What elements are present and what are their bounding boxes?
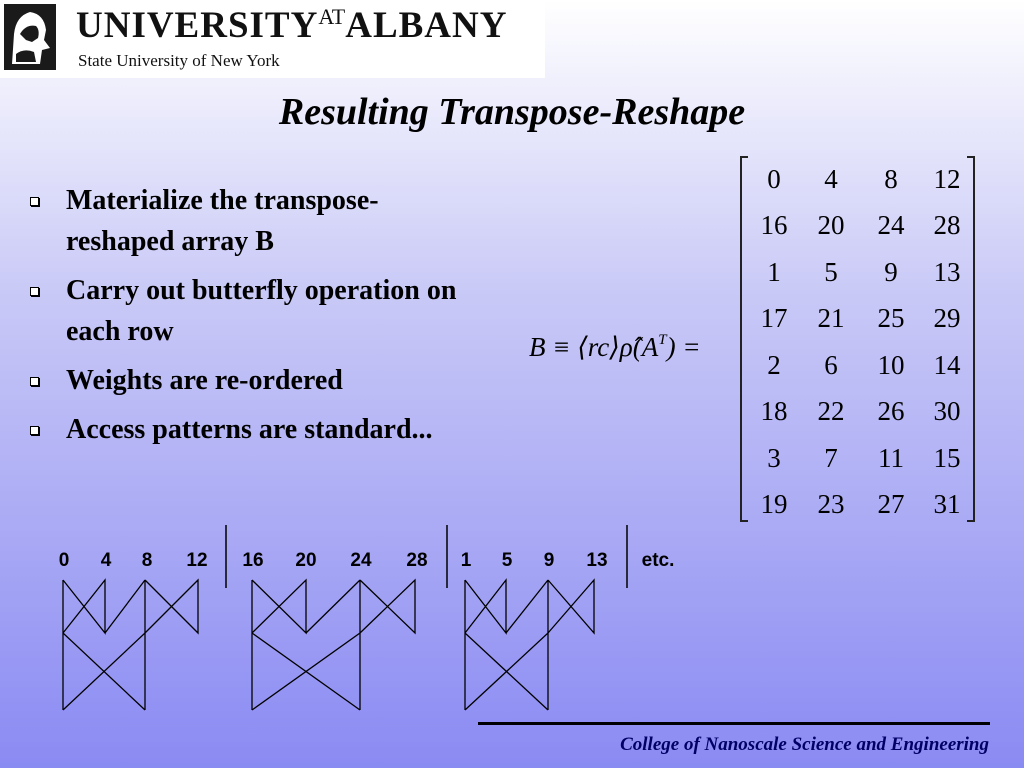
butterfly-stage1 <box>62 578 106 635</box>
matrix-left-bracket <box>740 156 748 522</box>
matrix-right-bracket <box>967 156 975 522</box>
matrix-cell: 30 <box>933 396 961 427</box>
square-bullet-icon <box>30 426 39 435</box>
diagram-label: 16 <box>242 550 263 571</box>
matrix-cell: 28 <box>933 210 961 241</box>
university-subtitle: State University of New York <box>78 51 280 70</box>
butterfly-stage1 <box>547 578 595 635</box>
diagram-label: 13 <box>586 550 607 571</box>
bullet-list: Materialize the transpose-reshaped array… <box>28 180 468 458</box>
diagram-label: 4 <box>101 550 112 571</box>
butterfly-diagram: 0 4 8 12 16 20 24 28 1 5 9 13 etc. <box>59 525 675 711</box>
bullet-item: Materialize the transpose-reshaped array… <box>28 180 468 262</box>
butterfly-stage1 <box>464 578 507 635</box>
matrix-cell: 11 <box>878 442 904 473</box>
diagram-label: 12 <box>186 550 207 571</box>
matrix-cell: 23 <box>817 489 845 520</box>
diagram-label: 5 <box>502 550 513 571</box>
diagram-label: 24 <box>350 550 372 571</box>
butterfly-stage2 <box>305 579 361 634</box>
matrix-cell: 17 <box>760 303 788 334</box>
matrix-cell: 9 <box>884 256 898 287</box>
matrix-cell: 26 <box>877 396 905 427</box>
minerva-seal-icon <box>4 4 56 70</box>
diagram-etc-label: etc. <box>642 550 675 571</box>
matrix-cell: 25 <box>877 303 905 334</box>
matrix-cell: 27 <box>877 489 905 520</box>
butterfly-stage1 <box>251 578 307 635</box>
matrix-cell: 12 <box>933 163 961 194</box>
square-bullet-icon <box>30 287 39 296</box>
matrix-cell: 20 <box>817 210 845 241</box>
bullet-item: Weights are re-ordered <box>28 360 468 401</box>
matrix-cell: 24 <box>877 210 905 241</box>
square-bullet-icon <box>30 197 39 206</box>
diagram-label: 9 <box>544 550 555 571</box>
matrix-cell: 3 <box>767 442 781 473</box>
definition-equation: B ≡ ⟨rc⟩ρ̂(AT) = <box>529 332 701 362</box>
matrix-cell: 13 <box>933 256 961 287</box>
footer-text: College of Nanoscale Science and Enginee… <box>620 734 989 755</box>
matrix-cell: 6 <box>824 349 838 380</box>
butterfly-stage2 <box>464 632 549 711</box>
matrix-cell: 7 <box>824 442 838 473</box>
square-bullet-icon <box>30 377 39 386</box>
matrix-cell: 2 <box>767 349 781 380</box>
matrix-cell: 0 <box>767 163 781 194</box>
matrix-cell: 16 <box>760 210 788 241</box>
butterfly-stage2 <box>251 632 361 711</box>
matrix-cell: 29 <box>933 303 961 334</box>
diagram-label: 28 <box>406 550 427 571</box>
bullet-item: Access patterns are standard... <box>28 409 468 450</box>
matrix-cell: 10 <box>877 349 905 380</box>
butterfly-stage2 <box>104 579 146 634</box>
butterfly-stage1 <box>359 578 416 635</box>
university-logo: UNIVERSITYATALBANY State University of N… <box>0 0 545 78</box>
matrix-cell: 18 <box>760 396 788 427</box>
butterfly-stage2 <box>62 632 146 711</box>
matrix-cell: 22 <box>817 396 845 427</box>
footer-rule <box>478 722 990 725</box>
matrix-cell: 5 <box>824 256 838 287</box>
matrix-cell: 8 <box>884 163 898 194</box>
diagram-label: 8 <box>142 550 153 571</box>
diagram-label: 20 <box>295 550 316 571</box>
university-name: UNIVERSITYATALBANY <box>76 4 508 46</box>
diagram-label: 0 <box>59 550 70 571</box>
matrix-cell: 1 <box>767 256 781 287</box>
diagram-label: 1 <box>461 550 472 571</box>
butterfly-stage1 <box>144 578 199 635</box>
butterfly-stage2 <box>505 579 549 634</box>
matrix-cell: 14 <box>933 349 961 380</box>
matrix-cell: 31 <box>933 489 961 520</box>
matrix-cell: 21 <box>817 303 845 334</box>
matrix-cell: 4 <box>824 163 838 194</box>
matrix-cell: 19 <box>760 489 788 520</box>
slide-title: Resulting Transpose-Reshape <box>278 91 746 133</box>
matrix-cell: 15 <box>933 442 961 473</box>
bullet-item: Carry out butterfly operation on each ro… <box>28 270 468 352</box>
